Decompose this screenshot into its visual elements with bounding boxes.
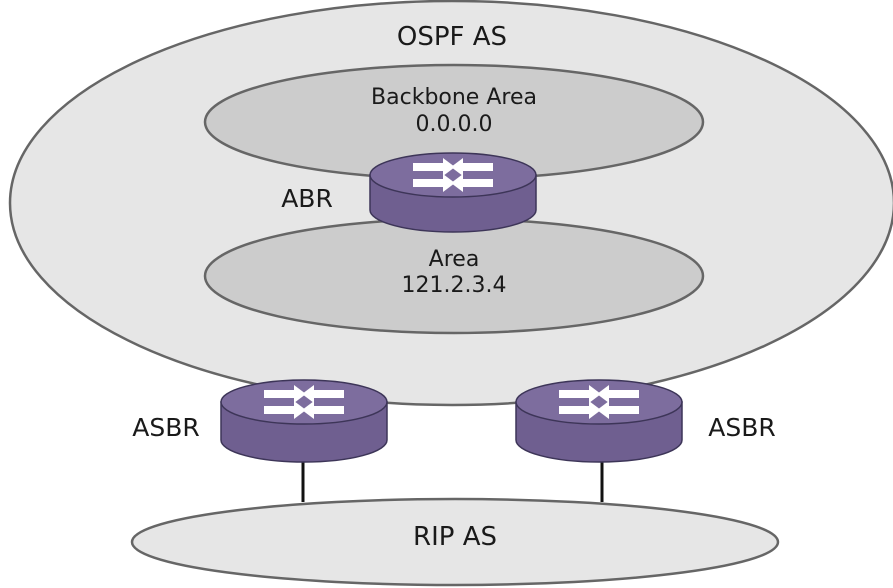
rip-as-label: RIP AS [413, 522, 497, 552]
ospf-as-label: OSPF AS [397, 22, 507, 52]
asbr-left-label: ASBR [132, 413, 200, 442]
area-name: Area [429, 247, 480, 272]
rip-as-region [130, 497, 780, 587]
asbr-left-router-icon [220, 379, 388, 463]
backbone-area-id: 0.0.0.0 [416, 112, 493, 137]
backbone-area-name: Backbone Area [371, 85, 537, 110]
abr-label: ABR [281, 184, 333, 213]
abr-router-icon [369, 152, 537, 233]
area-id: 121.2.3.4 [402, 273, 507, 298]
asbr-right-label: ASBR [708, 413, 776, 442]
asbr-right-router-icon [515, 379, 683, 463]
